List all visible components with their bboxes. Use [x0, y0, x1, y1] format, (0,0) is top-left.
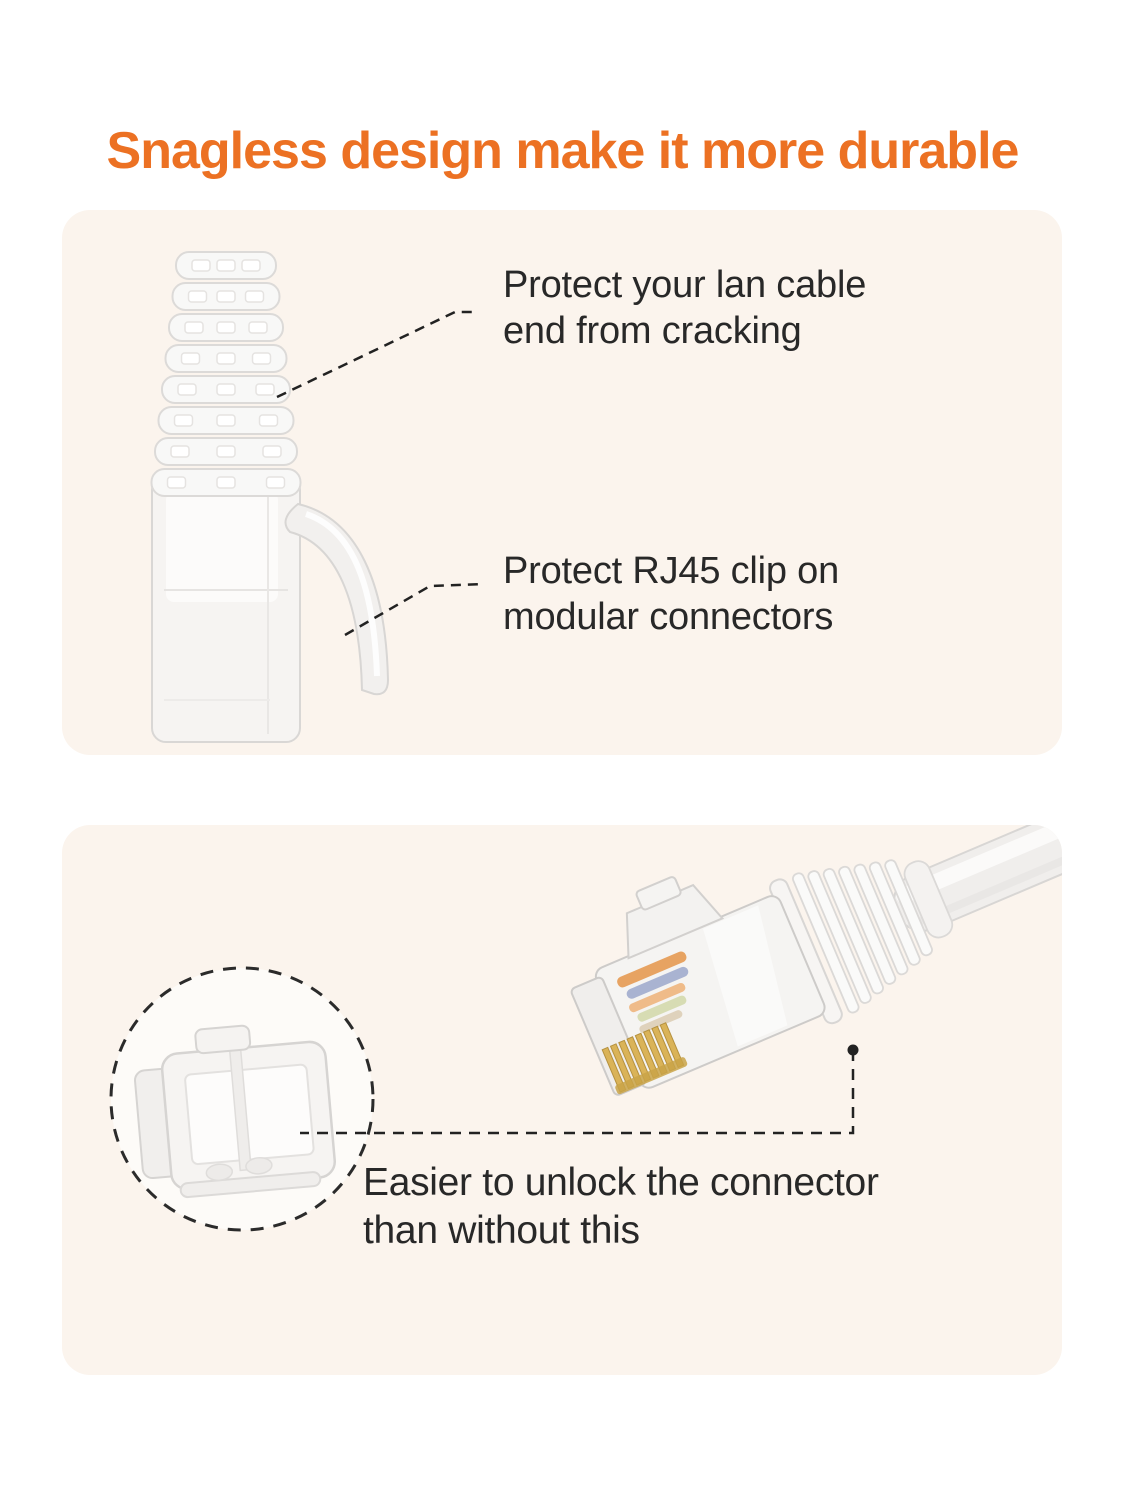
annotation-protect-cable-end: Protect your lan cable end from cracking: [503, 264, 867, 352]
snagless-boot-illustration-icon: [150, 251, 390, 743]
rj45-connector-illustration-icon: [570, 825, 1062, 1096]
annotation-easier-unlock: Easier to unlock the connector than with…: [363, 1161, 879, 1252]
connector-feature-panel: Easier to unlock the connector than with…: [62, 825, 1062, 1375]
boot-feature-panel: Protect your lan cable end from cracking…: [62, 210, 1062, 755]
annotation-protect-rj45-clip: Protect RJ45 clip on modular connectors: [503, 550, 840, 638]
magnifier-circle: [109, 966, 375, 1232]
page-title: Snagless design make it more durable: [106, 121, 1020, 180]
